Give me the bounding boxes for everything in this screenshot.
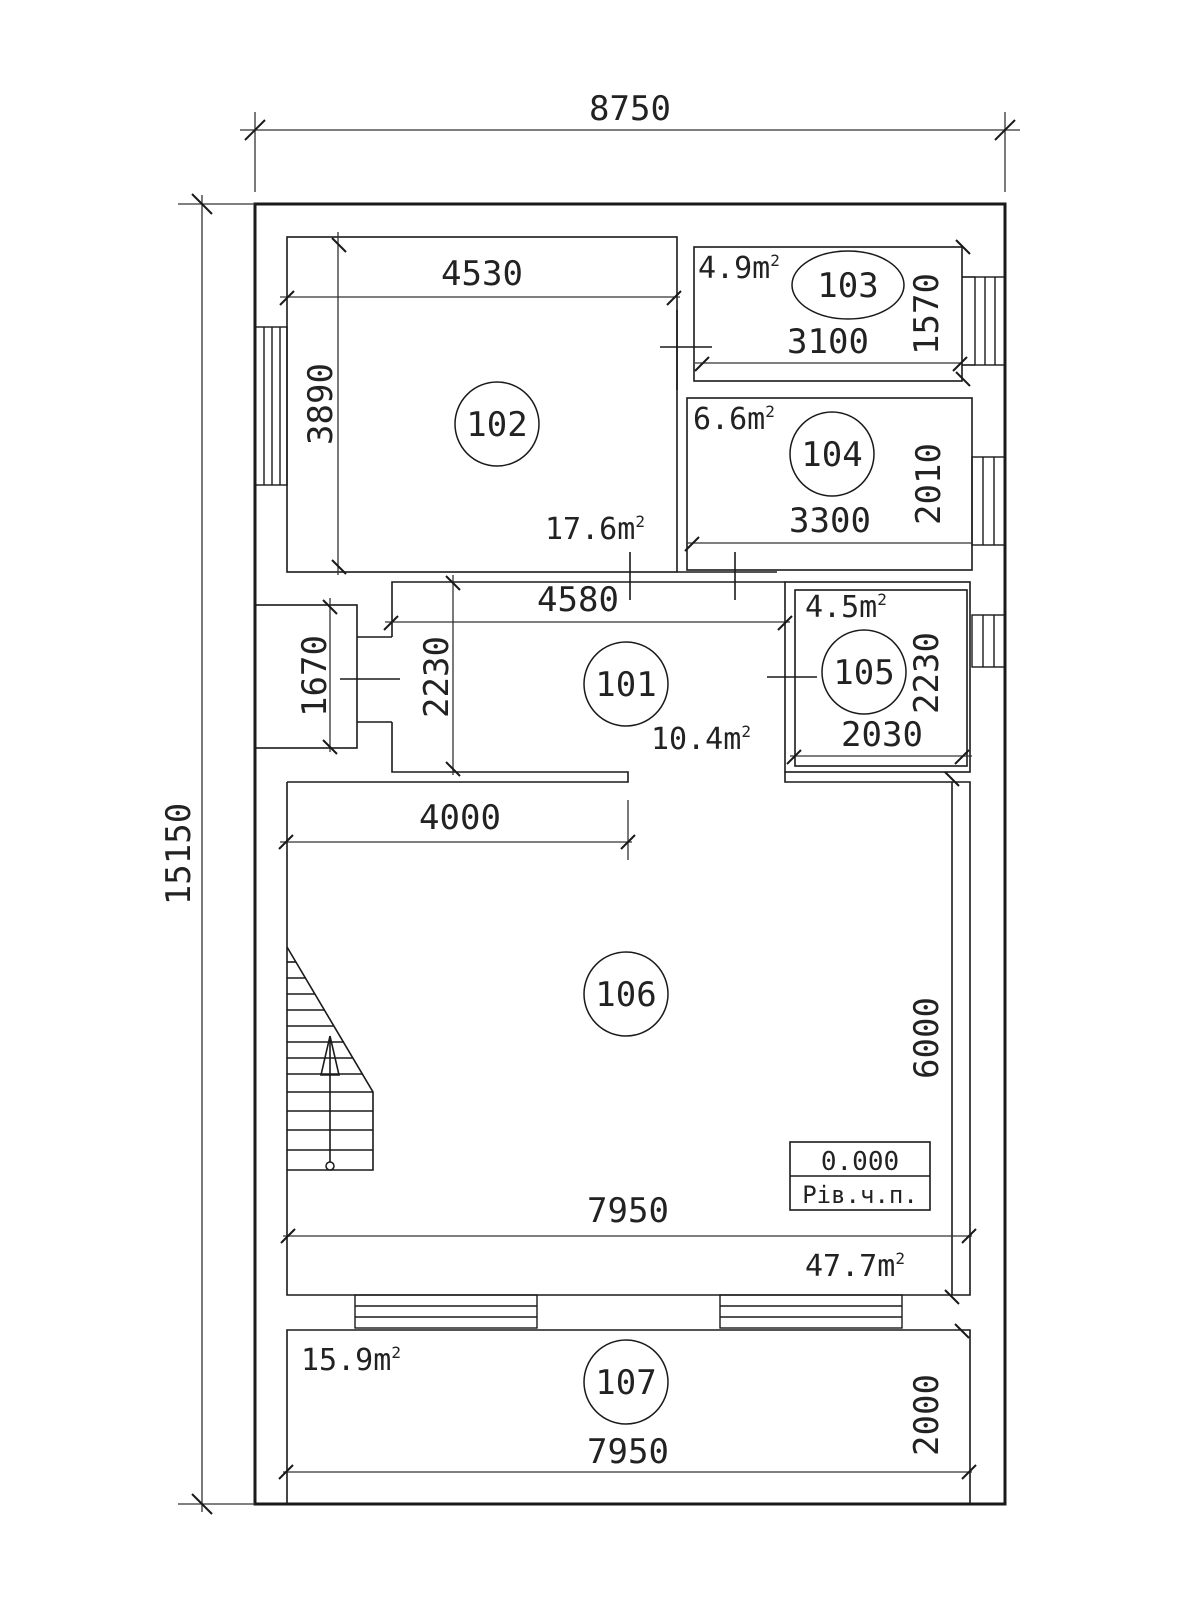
overall-height-dimension: 15150 bbox=[159, 193, 255, 1515]
room-104-depth-label: 2010 bbox=[909, 443, 949, 525]
room-101-number: 101 bbox=[595, 665, 656, 705]
room-101-area: 10.4m2 bbox=[651, 722, 751, 757]
room-106-width-label: 7950 bbox=[587, 1191, 669, 1231]
room-105-depth-label: 2230 bbox=[907, 632, 947, 714]
room-103-depth-label: 1570 bbox=[907, 273, 947, 355]
room-102-area: 17.6m2 bbox=[545, 512, 645, 547]
room-102-width-label: 4530 bbox=[441, 254, 523, 294]
room-104-number: 104 bbox=[801, 435, 862, 475]
room-103-width-label: 3100 bbox=[787, 322, 869, 362]
room-103: 3100 1570 103 4.9m2 bbox=[693, 239, 1006, 387]
room-102-number: 102 bbox=[466, 405, 527, 445]
room-107-depth-label: 2000 bbox=[907, 1374, 947, 1456]
room-101: 4580 2230 101 10.4m2 bbox=[287, 575, 793, 783]
outer-wall bbox=[253, 202, 1007, 1506]
level-mark-value: 0.000 bbox=[821, 1147, 899, 1177]
room-106: 4000 7950 6000 106 47.7m2 bbox=[278, 771, 977, 1305]
room-102-depth-label: 3890 bbox=[301, 363, 341, 445]
room-103-area: 4.9m2 bbox=[698, 251, 780, 286]
room-106-depth-label: 6000 bbox=[907, 997, 947, 1079]
room-104: 3300 2010 104 6.6m2 bbox=[684, 397, 1006, 571]
room-107-number: 107 bbox=[595, 1363, 656, 1403]
overall-height-label: 15150 bbox=[159, 803, 199, 905]
overall-width-dimension: 8750 bbox=[240, 89, 1020, 192]
room-105-number: 105 bbox=[833, 653, 894, 693]
window-106-107-left bbox=[354, 1294, 538, 1329]
level-mark: 0.000 Рів.ч.п. bbox=[789, 1141, 931, 1211]
room-104-width-label: 3300 bbox=[789, 501, 871, 541]
room-104-area: 6.6m2 bbox=[693, 402, 775, 437]
room-101-width-label: 4580 bbox=[537, 580, 619, 620]
vestibule-depth-label: 1670 bbox=[295, 635, 335, 717]
room-106-number: 106 bbox=[595, 975, 656, 1015]
room-106-opening-label: 4000 bbox=[419, 798, 501, 838]
window-106-107-right bbox=[719, 1294, 903, 1329]
vestibule: 1670 bbox=[254, 598, 400, 755]
room-102: 4530 3890 102 17.6m2 bbox=[254, 232, 682, 575]
room-107-width-label: 7950 bbox=[587, 1432, 669, 1472]
staircase bbox=[286, 946, 374, 1171]
room-107-area: 15.9m2 bbox=[301, 1343, 401, 1378]
level-mark-label: Рів.ч.п. bbox=[802, 1181, 918, 1209]
room-106-area: 47.7m2 bbox=[805, 1249, 905, 1284]
room-105-area: 4.5m2 bbox=[805, 590, 887, 625]
room-103-number: 103 bbox=[817, 266, 878, 306]
room-107: 7950 2000 107 15.9m2 bbox=[278, 1323, 977, 1504]
room-105-width-label: 2030 bbox=[841, 715, 923, 755]
overall-width-label: 8750 bbox=[589, 89, 671, 129]
room-105: 2030 2230 105 4.5m2 bbox=[767, 581, 1006, 773]
room-101-depth-label: 2230 bbox=[417, 636, 457, 718]
